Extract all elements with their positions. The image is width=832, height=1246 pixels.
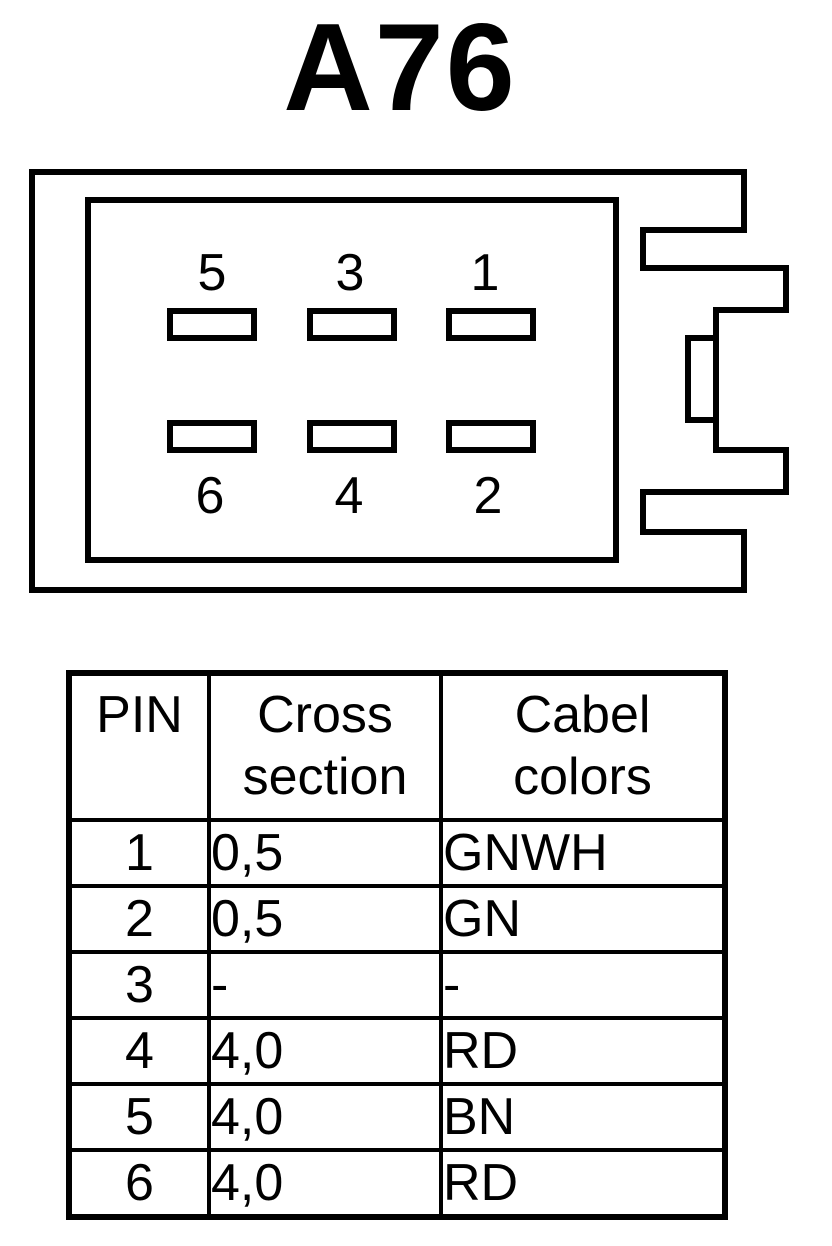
row-cross-section: -: [207, 950, 443, 1020]
table-row: 3 - -: [67, 950, 727, 1020]
pin-slot-5: [167, 308, 257, 341]
header-cross-section: Cross section: [207, 671, 443, 822]
pin-label-6: 6: [196, 467, 225, 525]
row-pin: 4: [67, 1016, 211, 1086]
row-cross-section: 4,0: [207, 1148, 443, 1219]
header-cabel-colors-line-1: Cabel: [514, 686, 651, 744]
pin-label-1: 1: [471, 244, 500, 302]
row-pin: 5: [67, 1082, 211, 1152]
row-cable-color: GNWH: [439, 818, 727, 888]
row-cross-section: 0,5: [207, 818, 443, 888]
row-cross-section: 4,0: [207, 1016, 443, 1086]
connector-diagram: 5 3 1 6 4 2: [29, 169, 789, 593]
row-pin: 2: [67, 884, 211, 954]
row-cable-color: RD: [439, 1016, 727, 1086]
pin-slot-6: [167, 420, 257, 453]
table-header-row: PIN Cross section Cabel colors: [67, 671, 727, 822]
pin-slot-4: [307, 420, 397, 453]
pin-label-4: 4: [335, 467, 364, 525]
row-cable-color: RD: [439, 1148, 727, 1219]
header-cabel-colors: Cabel colors: [439, 671, 727, 822]
row-cable-color: -: [439, 950, 727, 1020]
row-pin: 1: [67, 818, 211, 888]
row-pin: 3: [67, 950, 211, 1020]
table-row: 5 4,0 BN: [67, 1082, 727, 1152]
table-row: 4 4,0 RD: [67, 1016, 727, 1086]
pin-label-2: 2: [474, 467, 503, 525]
header-cabel-colors-line-2: colors: [513, 748, 652, 806]
table-row: 2 0,5 GN: [67, 884, 727, 954]
row-pin: 6: [67, 1148, 211, 1219]
row-cable-color: BN: [439, 1082, 727, 1152]
pinout-table: PIN Cross section Cabel colors 1 0,5 GNW…: [66, 670, 728, 1220]
connector-title: A76: [283, 0, 517, 137]
connector-housing-outline: [29, 169, 789, 593]
connector-latch: [685, 335, 719, 423]
header-cross-section-line-1: Cross: [257, 686, 393, 744]
pin-label-3: 3: [336, 244, 365, 302]
row-cross-section: 4,0: [207, 1082, 443, 1152]
pin-label-5: 5: [198, 244, 227, 302]
connector-inner-frame: [85, 197, 619, 563]
pin-slot-3: [307, 308, 397, 341]
row-cross-section: 0,5: [207, 884, 443, 954]
header-pin: PIN: [67, 671, 211, 822]
pin-slot-2: [446, 420, 536, 453]
pin-slot-1: [446, 308, 536, 341]
table-row: 1 0,5 GNWH: [67, 818, 727, 888]
row-cable-color: GN: [439, 884, 727, 954]
table-row: 6 4,0 RD: [67, 1148, 727, 1219]
header-cross-section-line-2: section: [242, 748, 408, 806]
